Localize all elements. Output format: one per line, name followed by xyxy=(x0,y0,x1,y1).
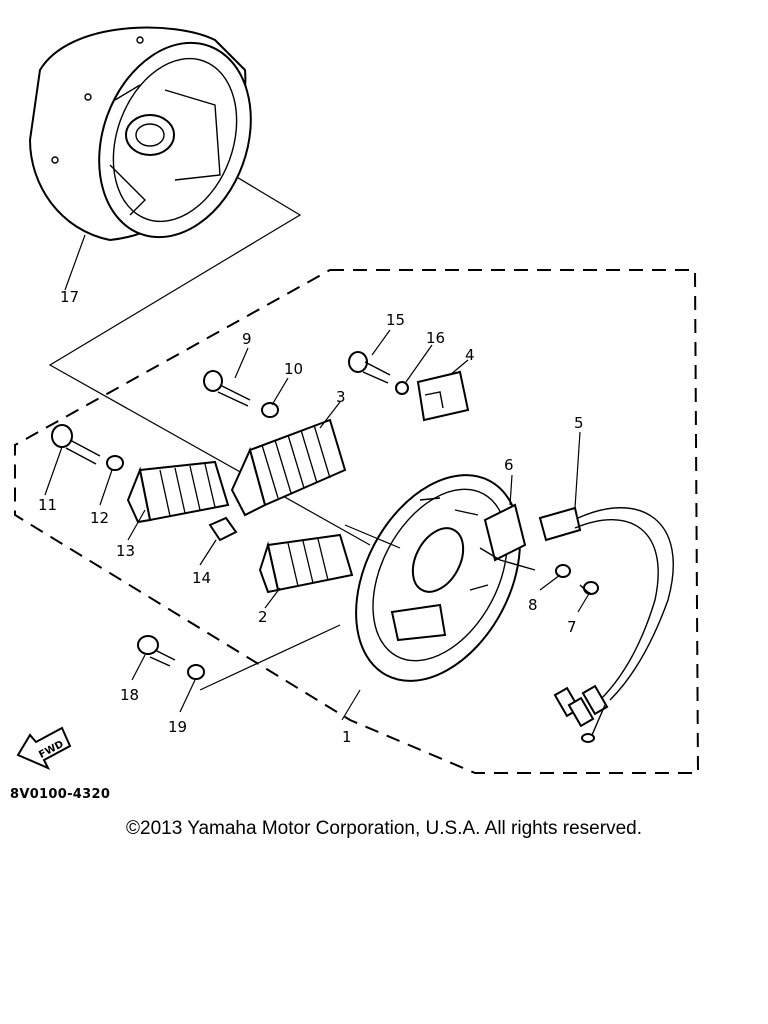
washer-12 xyxy=(106,455,124,471)
callout-15: 15 xyxy=(386,311,405,329)
charge-coil xyxy=(230,418,347,517)
screw-18 xyxy=(137,635,176,667)
callout-3: 3 xyxy=(336,388,346,406)
spacer xyxy=(208,516,238,542)
callout-leaders xyxy=(44,329,591,721)
callout-labels: 1 2 3 4 5 6 7 8 9 10 11 12 13 14 15 16 1… xyxy=(38,288,584,746)
exploded-parts-diagram: 1 2 3 4 5 6 7 8 9 10 11 12 13 14 15 16 1… xyxy=(14,26,700,774)
washer-19 xyxy=(187,664,205,680)
assembly-boundary xyxy=(14,269,700,774)
callout-16: 16 xyxy=(426,329,445,347)
washer-8 xyxy=(555,564,571,578)
callout-19: 19 xyxy=(168,718,187,736)
washer-16 xyxy=(395,381,409,395)
pickup-coil xyxy=(479,503,536,571)
wire-harness xyxy=(538,506,674,743)
screw-9 xyxy=(203,370,251,407)
callout-4: 4 xyxy=(465,346,475,364)
callout-1: 1 xyxy=(342,728,352,746)
callout-2: 2 xyxy=(258,608,268,626)
callout-11: 11 xyxy=(38,496,57,514)
copyright-notice: ©2013 Yamaha Motor Corporation, U.S.A. A… xyxy=(126,818,642,839)
lighting-coil-bottom xyxy=(258,533,354,594)
callout-5: 5 xyxy=(574,414,584,432)
lighting-coil-left xyxy=(126,460,230,524)
leader-17-b xyxy=(64,234,86,291)
callout-6: 6 xyxy=(504,456,514,474)
washer-10 xyxy=(261,402,279,418)
screw-11 xyxy=(51,424,101,465)
stator-base-plate xyxy=(355,474,521,682)
flywheel-rotor xyxy=(28,26,252,242)
screw-7 xyxy=(579,581,599,595)
callout-13: 13 xyxy=(116,542,135,560)
pulser-coil xyxy=(416,370,470,422)
callout-18: 18 xyxy=(120,686,139,704)
callout-12: 12 xyxy=(90,509,109,527)
callout-14: 14 xyxy=(192,569,211,587)
callout-8: 8 xyxy=(528,596,538,614)
callout-17: 17 xyxy=(60,288,79,306)
callout-7: 7 xyxy=(567,618,577,636)
fwd-arrow-icon: FWD xyxy=(16,726,72,771)
callout-9: 9 xyxy=(242,330,252,348)
drawing-code: 8V0100-4320 xyxy=(10,787,111,802)
screw-15 xyxy=(348,351,391,384)
callout-10: 10 xyxy=(284,360,303,378)
